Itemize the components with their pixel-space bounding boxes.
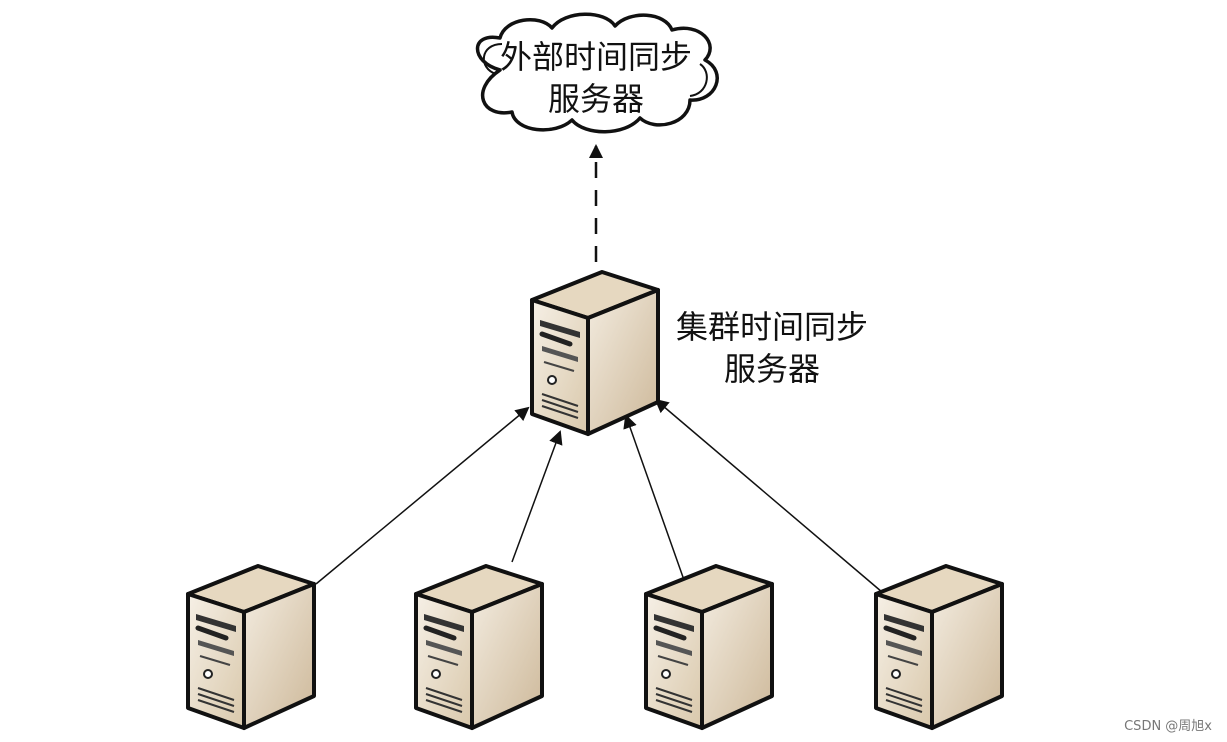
server-tower-icon: [876, 566, 1002, 728]
cluster-server-label-line1: 集群时间同步: [676, 308, 868, 346]
sync-link-node-2: [511, 430, 563, 563]
server-tower-icon: [532, 272, 658, 434]
cluster-time-server: 集群时间同步 服务器: [532, 272, 868, 434]
sync-link-node-1: [315, 406, 530, 585]
cluster-server-label-line2: 服务器: [724, 350, 820, 388]
client-nodes: [188, 566, 1002, 728]
sync-link-node-3: [623, 414, 685, 581]
watermark: CSDN @周旭x: [1124, 719, 1212, 734]
cloud-label-line1: 外部时间同步: [500, 38, 692, 76]
external-time-server-cloud: 外部时间同步 服务器: [475, 12, 719, 134]
server-tower-icon: [646, 566, 772, 728]
server-tower-icon: [416, 566, 542, 728]
node-links: [315, 398, 883, 593]
cloud-label-line2: 服务器: [548, 80, 644, 118]
sync-link-node-4: [654, 398, 883, 593]
server-tower-icon: [188, 566, 314, 728]
cloud-icon: [475, 12, 719, 134]
